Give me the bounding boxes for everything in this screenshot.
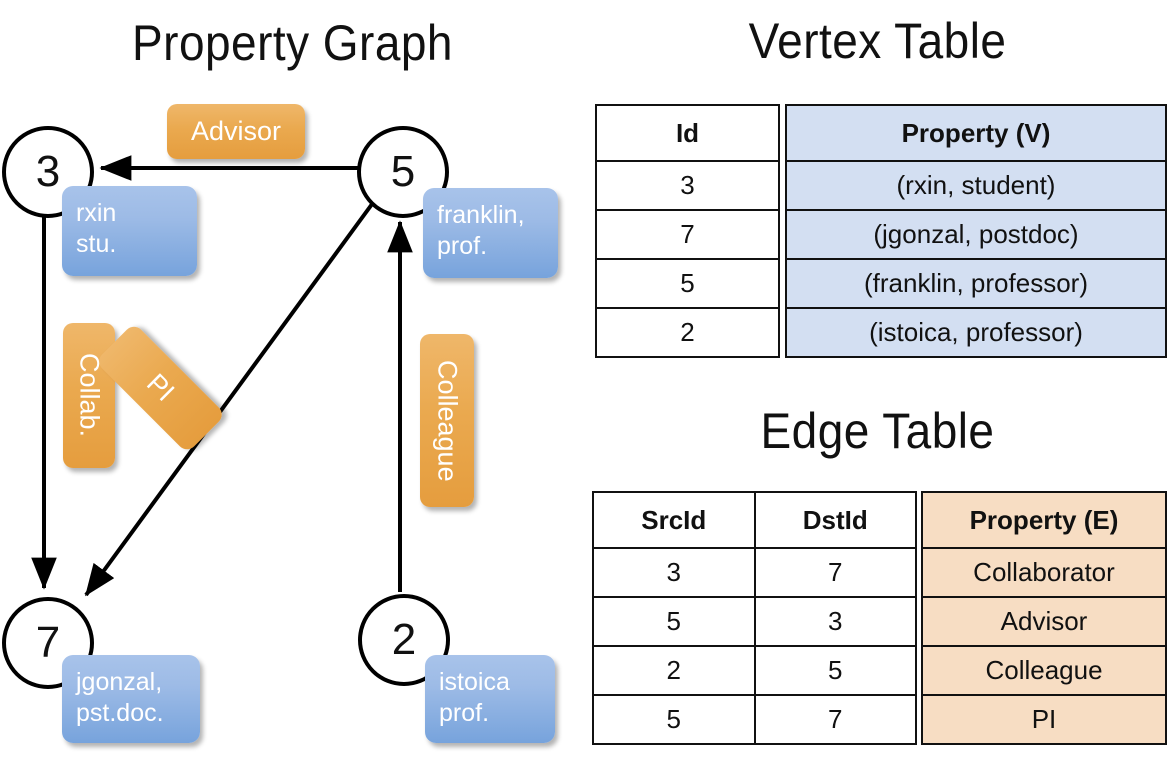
edge-table-cell-dst: 3	[753, 596, 917, 647]
graph-vertex-2[interactable]: 2	[358, 594, 450, 686]
vertex-table-property-column: Property (V) (rxin, student) (jgonzal, p…	[785, 104, 1167, 358]
vertex-table-cell-property: (istoica, professor)	[785, 307, 1167, 358]
edge-table-header-dstid: DstId	[753, 491, 917, 549]
table-header-row: SrcId DstId	[592, 491, 917, 549]
table-row: 5 3	[592, 596, 917, 647]
table-row: 2 5	[592, 645, 917, 696]
table-row: Advisor	[921, 596, 1167, 647]
vertex-property-rxin-line2: stu.	[76, 230, 117, 258]
graph-vertex-5-id: 5	[390, 147, 416, 196]
vertex-property-jgonzal-line1: jgonzal,	[76, 668, 163, 696]
vertex-property-jgonzal-line2: pst.doc.	[76, 699, 164, 727]
vertex-table-cell-property: (franklin, professor)	[785, 258, 1167, 309]
table-row: 7	[595, 209, 780, 260]
vertex-property-istoica-line1: istoica	[439, 668, 510, 696]
edge-table-cell-property: Collaborator	[921, 547, 1167, 598]
edge-label-pi-text: PI	[141, 368, 181, 408]
edge-table-cell-property: Colleague	[921, 645, 1167, 696]
vertex-property-franklin-line2: prof.	[437, 232, 488, 260]
edge-table-cell-dst: 7	[753, 547, 917, 598]
page-title-edge-table: Edge Table	[760, 403, 995, 459]
table-row: (istoica, professor)	[785, 307, 1167, 358]
vertex-property-box-rxin: rxin stu.	[62, 186, 197, 276]
table-row: Collaborator	[921, 547, 1167, 598]
vertex-property-box-istoica: istoica prof.	[425, 655, 555, 743]
graph-vertex-3-id: 3	[35, 147, 61, 196]
vertex-table-header-id: Id	[595, 104, 780, 162]
vertex-table-cell-id: 2	[595, 307, 780, 358]
vertex-table-cell-id: 3	[595, 160, 780, 211]
table-row: PI	[921, 694, 1167, 745]
graph-vertex-7-id: 7	[35, 618, 61, 667]
vertex-table-cell-id: 5	[595, 258, 780, 309]
vertex-table-header-property: Property (V)	[785, 104, 1167, 162]
edge-label-colleague-text: Colleague	[432, 359, 463, 482]
edge-table-cell-property: PI	[921, 694, 1167, 745]
vertex-table-cell-id: 7	[595, 209, 780, 260]
graph-edge-5-to-7-pi	[84, 198, 377, 597]
edge-table-cell-src: 3	[592, 547, 756, 598]
edge-table-cell-dst: 5	[753, 645, 917, 696]
edge-table-header-srcid: SrcId	[592, 491, 756, 549]
graph-vertex-2-id: 2	[391, 615, 417, 664]
edge-label-collab-text: Collab.	[74, 353, 105, 438]
table-row: (franklin, professor)	[785, 258, 1167, 309]
page-title-vertex-table: Vertex Table	[748, 13, 1007, 69]
vertex-table-cell-property: (jgonzal, postdoc)	[785, 209, 1167, 260]
vertex-table-id-column: Id 3 7 5 2	[595, 104, 780, 358]
table-row: (rxin, student)	[785, 160, 1167, 211]
edge-table-header-property: Property (E)	[921, 491, 1167, 549]
graph-edges-svg	[31, 155, 413, 597]
table-row: 5 7	[592, 694, 917, 745]
edge-label-collab: Collab.	[63, 323, 115, 468]
edge-label-advisor: Advisor	[167, 104, 305, 159]
edge-table-cell-dst: 7	[753, 694, 917, 745]
vertex-property-box-jgonzal: jgonzal, pst.doc.	[62, 655, 200, 743]
edge-table-cell-src: 5	[592, 694, 756, 745]
table-header-row: Id	[595, 104, 780, 162]
vertex-table-cell-property: (rxin, student)	[785, 160, 1167, 211]
edge-label-colleague: Colleague	[420, 334, 474, 507]
table-row: 2	[595, 307, 780, 358]
table-row: 3 7	[592, 547, 917, 598]
page-title-property-graph: Property Graph	[132, 15, 453, 71]
table-row: 3	[595, 160, 780, 211]
vertex-property-rxin-line1: rxin	[76, 199, 117, 227]
edge-table-src-dst-columns: SrcId DstId 3 7 5 3 2 5 5 7	[592, 491, 917, 745]
property-graph-diagram: 3 5 7 2 rxin stu. franklin, prof. jgonza…	[2, 104, 558, 743]
edge-table-property-column: Property (E) Collaborator Advisor Collea…	[921, 491, 1167, 745]
edge-label-advisor-text: Advisor	[190, 116, 282, 146]
table-header-row: Property (V)	[785, 104, 1167, 162]
table-row: Colleague	[921, 645, 1167, 696]
vertex-property-box-franklin: franklin, prof.	[423, 188, 558, 278]
edge-table-cell-property: Advisor	[921, 596, 1167, 647]
vertex-property-istoica-line2: prof.	[439, 699, 490, 727]
table-row: 5	[595, 258, 780, 309]
graph-vertex-5[interactable]: 5	[357, 126, 449, 218]
table-header-row: Property (E)	[921, 491, 1167, 549]
vertex-property-franklin-line1: franklin,	[437, 201, 525, 229]
table-row: (jgonzal, postdoc)	[785, 209, 1167, 260]
edge-table-cell-src: 5	[592, 596, 756, 647]
edge-table-cell-src: 2	[592, 645, 756, 696]
